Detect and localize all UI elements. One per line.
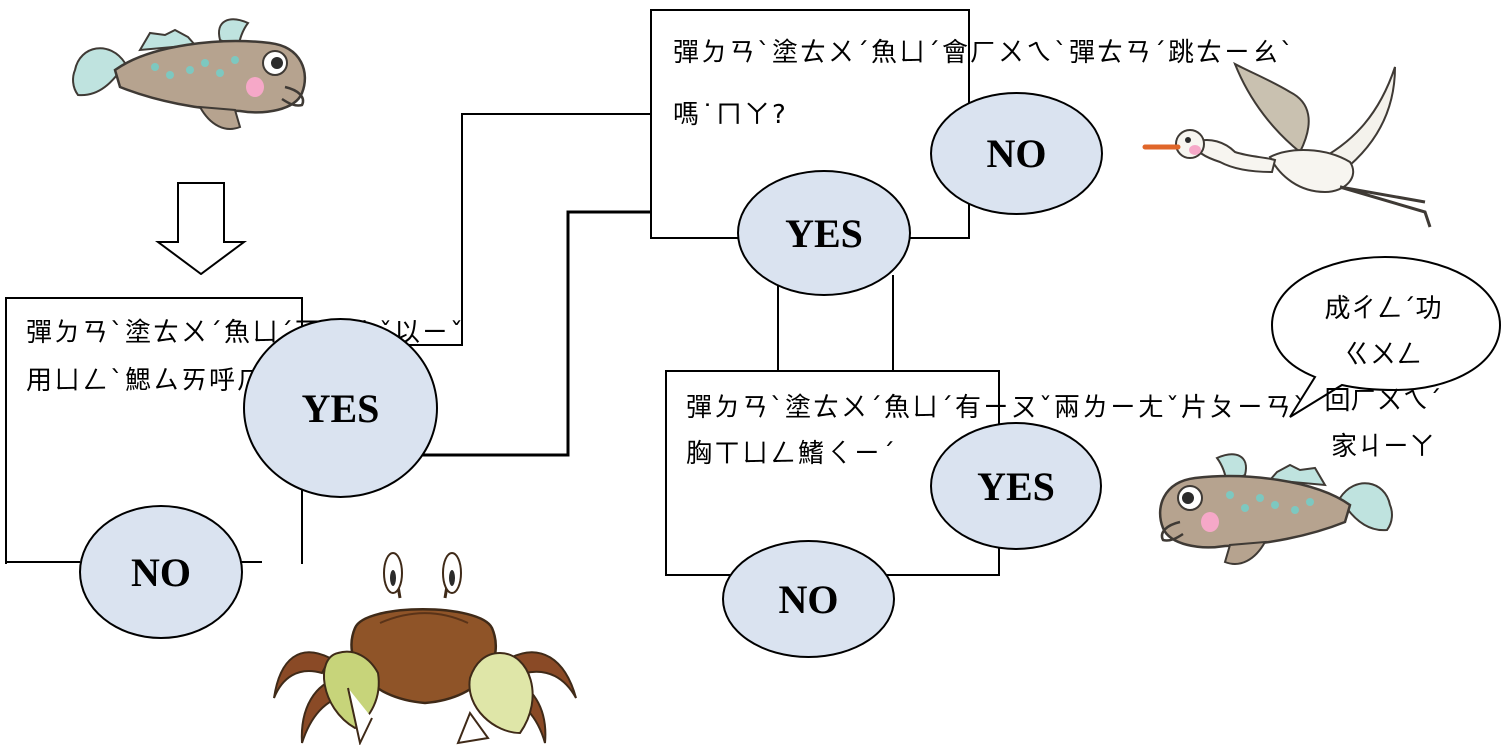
speech-bubble-icon xyxy=(1270,255,1502,418)
down-arrow-icon xyxy=(155,182,247,275)
question-jump-line2: 嗎˙ㄇㄚ? xyxy=(673,100,788,130)
result-line2: 回ㄏㄨㄟˊ家ㄐㄧㄚ xyxy=(1324,386,1442,462)
mudskipper-success-icon xyxy=(1158,453,1393,565)
answer-q2-no[interactable]: NO xyxy=(930,92,1103,215)
crab-icon xyxy=(273,552,577,745)
result-line1: 成ㄔㄥˊ功ㄍㄨㄥ xyxy=(1324,294,1442,370)
answer-q2-yes[interactable]: YES xyxy=(737,170,911,296)
answer-q3-no[interactable]: NO xyxy=(722,540,895,658)
question-fins-text: 彈ㄉㄢˋ塗ㄊㄨˊ魚ㄩˊ有ㄧㄡˇ兩ㄌㄧㄤˇ片ㄆㄧㄢˋ 胸ㄒㄩㄥ鰭ㄑㄧˊ xyxy=(686,385,1308,477)
heron-icon xyxy=(1142,62,1432,228)
question-jump-text: 彈ㄉㄢˋ塗ㄊㄨˊ魚ㄩˊ會ㄏㄨㄟˋ彈ㄊㄢˊ跳ㄊㄧㄠˋ 嗎˙ㄇㄚ? xyxy=(673,30,1295,138)
question-fins-line1: 彈ㄉㄢˋ塗ㄊㄨˊ魚ㄩˊ有ㄧㄡˇ兩ㄌㄧㄤˇ片ㄆㄧㄢˋ xyxy=(686,393,1309,423)
answer-q1-yes[interactable]: YES xyxy=(243,318,438,498)
question-jump-line1: 彈ㄉㄢˋ塗ㄊㄨˊ魚ㄩˊ會ㄏㄨㄟˋ彈ㄊㄢˊ跳ㄊㄧㄠˋ xyxy=(673,38,1296,68)
mudskipper-icon xyxy=(72,18,307,130)
question-fins-line2: 胸ㄒㄩㄥ鰭ㄑㄧˊ xyxy=(686,439,898,469)
answer-q3-yes[interactable]: YES xyxy=(930,422,1102,550)
result-text: 成ㄔㄥˊ功ㄍㄨㄥ 回ㄏㄨㄟˊ家ㄐㄧㄚ xyxy=(1318,286,1448,470)
answer-q1-no[interactable]: NO xyxy=(79,505,243,639)
